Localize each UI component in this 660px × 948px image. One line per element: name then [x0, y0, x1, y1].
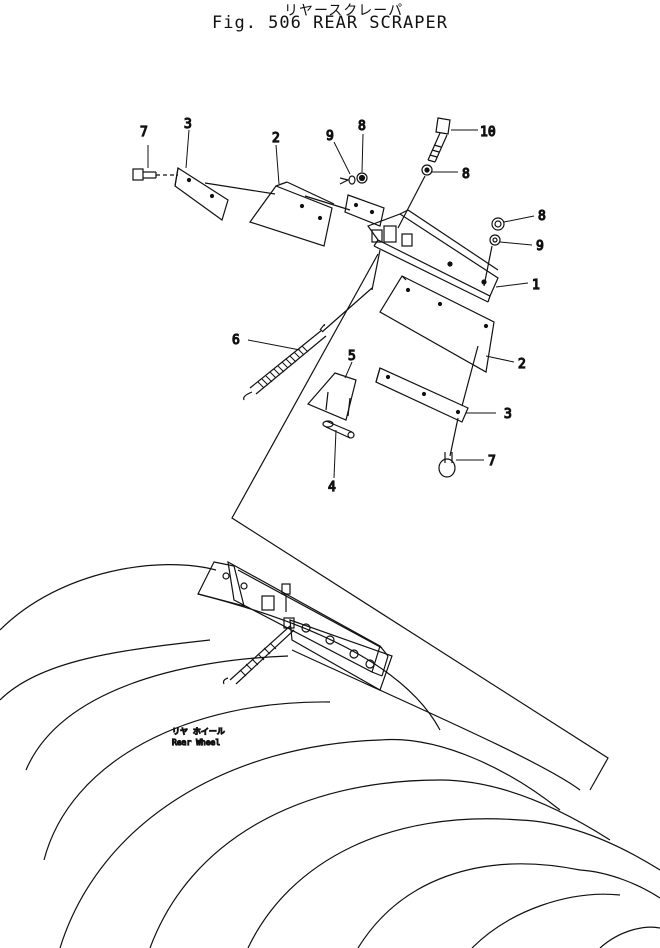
washer-9-upper: [348, 175, 356, 185]
spring-6: [243, 324, 327, 401]
nut-8-middle: [421, 164, 433, 176]
plate-3-right: [375, 367, 469, 423]
washer-9-right: [489, 234, 501, 246]
callout-7-lower: 7: [488, 454, 496, 469]
assembly-line-bracket: [371, 249, 381, 291]
callout-9-upper: 9: [326, 129, 334, 144]
bolt-10: [427, 117, 451, 163]
leader-8-right: [503, 215, 535, 223]
leader-5: [344, 361, 353, 379]
leader-6: [247, 339, 301, 351]
callout-4: 4: [328, 480, 336, 495]
rubber-2-right: [379, 275, 495, 373]
assembly-line-9: [483, 245, 493, 287]
leader-4: [333, 429, 337, 479]
assembly-line-3-2: [204, 182, 276, 195]
assembly-line-2-3-right: [461, 345, 479, 407]
assembly-line-3-7: [449, 417, 459, 457]
figure-title: Fig. 506 REAR SCRAPER: [212, 13, 448, 33]
bolt-7-lower: [438, 452, 456, 478]
bracket-1: [367, 209, 499, 303]
assembly-line-2-3: [304, 195, 351, 211]
assembled-scraper: [197, 560, 393, 691]
plate-3-upper: [174, 167, 229, 221]
leader-9-right: [499, 241, 533, 246]
callout-3-right: 3: [504, 407, 512, 422]
callout-3-upper: 3: [184, 117, 192, 132]
nut-8-upper: [356, 172, 368, 184]
assembly-line-10: [397, 175, 426, 229]
leader-8-upper: [361, 133, 364, 173]
arrow-mark: [339, 177, 350, 185]
bolt-7-upper: [132, 168, 157, 181]
leader-2-upper: [275, 144, 280, 185]
plate-3-middle: [344, 194, 385, 227]
callout-7-upper: 7: [140, 125, 148, 140]
leader-1: [495, 282, 529, 288]
pin-4: [322, 420, 355, 439]
callout-1: 1: [532, 278, 540, 293]
callout-8-upper: 8: [358, 119, 366, 134]
callout-8-middle: 8: [462, 167, 470, 182]
wheel-label-japanese: リヤ ホイール: [172, 727, 225, 736]
callout-2-upper: 2: [272, 131, 280, 146]
reference-line: [231, 253, 609, 791]
leader-9-upper: [333, 141, 351, 175]
figure-title-japanese: リヤースクレーパ: [284, 3, 404, 19]
callout-2-right: 2: [518, 357, 526, 372]
wheel-label: Rear Wheel: [172, 738, 220, 747]
leader-2-right: [485, 355, 515, 363]
callout-10: 10: [480, 125, 496, 140]
rubber-2-upper: [249, 181, 335, 247]
callout-8-right: 8: [538, 209, 546, 224]
rear-wheel: [0, 564, 660, 948]
callout-5: 5: [348, 349, 356, 364]
clip-5: [307, 372, 357, 421]
callout-6: 6: [232, 333, 240, 348]
callout-9-right: 9: [536, 239, 544, 254]
nut-8-right: [491, 217, 505, 231]
leader-3-upper: [185, 129, 190, 169]
